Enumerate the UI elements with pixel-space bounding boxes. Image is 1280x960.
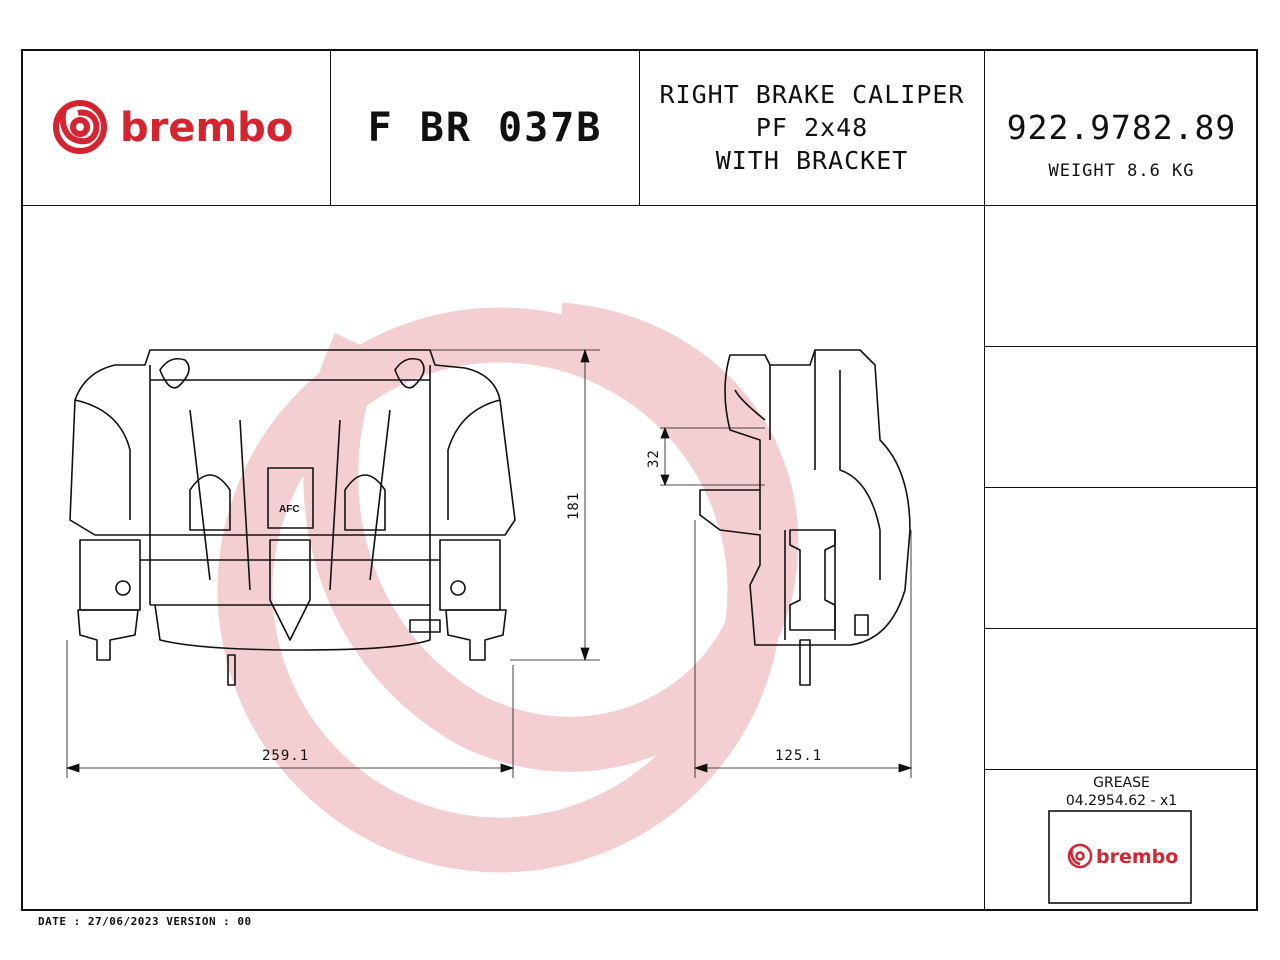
front-lower-body xyxy=(79,539,501,651)
dim-width-side-label: 125.1 xyxy=(775,748,822,764)
description-line-3: WITH BRACKET xyxy=(715,146,909,175)
front-upper-ribs xyxy=(149,365,431,605)
right-column-divider xyxy=(984,49,985,911)
date-version-footer: DATE : 27/06/2023 VERSION : 00 xyxy=(38,915,252,928)
grease-logo-box: brembo xyxy=(1048,810,1192,904)
product-description: RIGHT BRAKE CALIPER PF 2x48 WITH BRACKET xyxy=(640,78,984,177)
right-row-divider-2 xyxy=(985,487,1258,488)
product-code: F BR 037B xyxy=(367,105,603,151)
side-view xyxy=(699,349,911,686)
grease-brand-wordmark: brembo xyxy=(1096,846,1178,868)
front-bleeder xyxy=(409,619,441,633)
brembo-mark-icon xyxy=(53,100,107,154)
grease-code: 04.2954.62 - x1 xyxy=(1065,793,1178,809)
grease-label: GREASE xyxy=(1093,775,1150,791)
right-row-divider-3 xyxy=(985,628,1258,629)
grease-info: GREASE 04.2954.62 - x1 xyxy=(985,774,1258,810)
description-line-2: PF 2x48 xyxy=(755,113,869,142)
header-divider-1 xyxy=(330,49,331,205)
front-center-spike xyxy=(227,539,311,686)
afc-label: AFC xyxy=(279,504,300,515)
side-body-outline xyxy=(699,349,911,646)
weight-label: WEIGHT 8.6 KG xyxy=(1048,161,1195,181)
dim-width-front-label: 259.1 xyxy=(262,748,309,764)
right-row-divider-4 xyxy=(985,769,1258,770)
brand-wordmark: brembo xyxy=(120,105,293,151)
front-bleed-holes xyxy=(159,357,425,389)
front-body-outline xyxy=(69,349,516,536)
description-line-1: RIGHT BRAKE CALIPER xyxy=(659,80,965,109)
header-divider xyxy=(21,205,1258,206)
front-right-piston-top xyxy=(344,474,386,531)
part-number: 922.9782.89 xyxy=(1006,108,1237,147)
front-view: AFC xyxy=(69,349,516,686)
front-feet xyxy=(77,609,507,661)
dim-height-label: 181 xyxy=(566,492,582,520)
header-divider-2 xyxy=(639,49,640,205)
dim-mount-spacing-label: 32 xyxy=(646,449,662,468)
front-left-bulge xyxy=(74,399,501,520)
right-row-divider-1 xyxy=(985,346,1258,347)
side-inner-lines xyxy=(734,350,881,640)
side-foot xyxy=(799,614,869,686)
front-left-piston-top xyxy=(189,474,231,531)
side-piston xyxy=(789,529,836,631)
afc-block xyxy=(267,467,314,529)
brembo-logo: brembo xyxy=(53,100,293,154)
grease-brembo-mark-icon xyxy=(1067,843,1093,869)
